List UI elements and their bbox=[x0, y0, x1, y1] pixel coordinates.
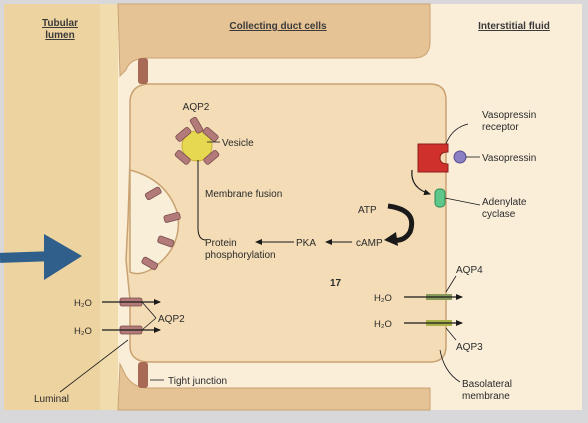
aqp2-channel-membrane bbox=[163, 212, 181, 223]
luminal-pointer bbox=[59, 339, 129, 393]
tight-junction-upper bbox=[138, 58, 148, 84]
receptor-pointer bbox=[445, 123, 469, 145]
lumen-edge-shade bbox=[100, 4, 118, 410]
label-aqp4: AQP4 bbox=[456, 265, 483, 276]
label-adenylate-1: Adenylate bbox=[482, 197, 527, 208]
cyclase-pointer bbox=[444, 197, 481, 206]
label-adenylate-2: cyclase bbox=[482, 209, 516, 220]
label-vasopressin: Vasopressin bbox=[482, 153, 536, 164]
aqp2-channel-membrane bbox=[141, 256, 159, 271]
header-cells: Collecting duct cells bbox=[229, 21, 327, 32]
label-h2o-basolateral-1: H₂O bbox=[374, 293, 392, 304]
vasopressin-molecule-icon bbox=[453, 150, 467, 164]
label-camp: cAMP bbox=[356, 238, 383, 249]
label-membrane-fusion: Membrane fusion bbox=[205, 189, 282, 200]
label-vasopressin-receptor-2: receptor bbox=[482, 122, 519, 133]
label-tight-junction: Tight junction bbox=[168, 376, 227, 387]
aqp2-channel-membrane bbox=[157, 235, 175, 248]
receptor-to-cyclase-arrow bbox=[411, 169, 431, 196]
header-interstitial: Interstitial fluid bbox=[478, 21, 550, 32]
label-luminal: Luminal bbox=[34, 394, 69, 405]
label-vesicle: Vesicle bbox=[222, 138, 254, 149]
label-aqp3: AQP3 bbox=[456, 342, 483, 353]
label-protein-1: Protein bbox=[205, 238, 237, 249]
adenylate-cyclase-icon bbox=[434, 188, 446, 208]
blue-pointer-arrow bbox=[0, 234, 82, 280]
aqp2-vesicle bbox=[174, 116, 220, 165]
header-lumen-line2: lumen bbox=[45, 30, 74, 41]
label-aqp2-vesicle: AQP2 bbox=[183, 102, 210, 113]
aqp3-pointer bbox=[445, 327, 457, 341]
label-atp: ATP bbox=[358, 205, 377, 216]
label-basolateral-1: Basolateral bbox=[462, 379, 512, 390]
vasopressin-receptor-icon bbox=[417, 143, 449, 173]
basolateral-pointer bbox=[439, 349, 461, 383]
aqp2-channel-membrane bbox=[144, 186, 162, 201]
label-h2o-basolateral-2: H₂O bbox=[374, 319, 392, 330]
upper-cell bbox=[117, 3, 431, 78]
label-pka: PKA bbox=[296, 238, 316, 249]
label-aqp2-membrane: AQP2 bbox=[158, 314, 185, 325]
tight-junction-lower bbox=[138, 362, 148, 388]
aqp4-pointer bbox=[445, 275, 457, 293]
tubular-lumen-region bbox=[4, 4, 116, 410]
label-protein-2: phosphorylation bbox=[205, 250, 276, 261]
fusion-connector bbox=[197, 160, 207, 241]
label-basolateral-2: membrane bbox=[462, 391, 510, 402]
label-h2o-apical-1: H₂O bbox=[74, 298, 92, 309]
header-lumen-line1: Tubular bbox=[42, 18, 78, 29]
atp-to-camp-arrow bbox=[387, 203, 415, 243]
label-page-number: 17 bbox=[330, 278, 342, 289]
label-h2o-apical-2: H₂O bbox=[74, 326, 92, 337]
aqp2-membrane-pointer bbox=[141, 301, 157, 331]
label-vasopressin-receptor-1: Vasopressin bbox=[482, 110, 536, 121]
atp-to-camp-arrowhead bbox=[384, 232, 398, 246]
